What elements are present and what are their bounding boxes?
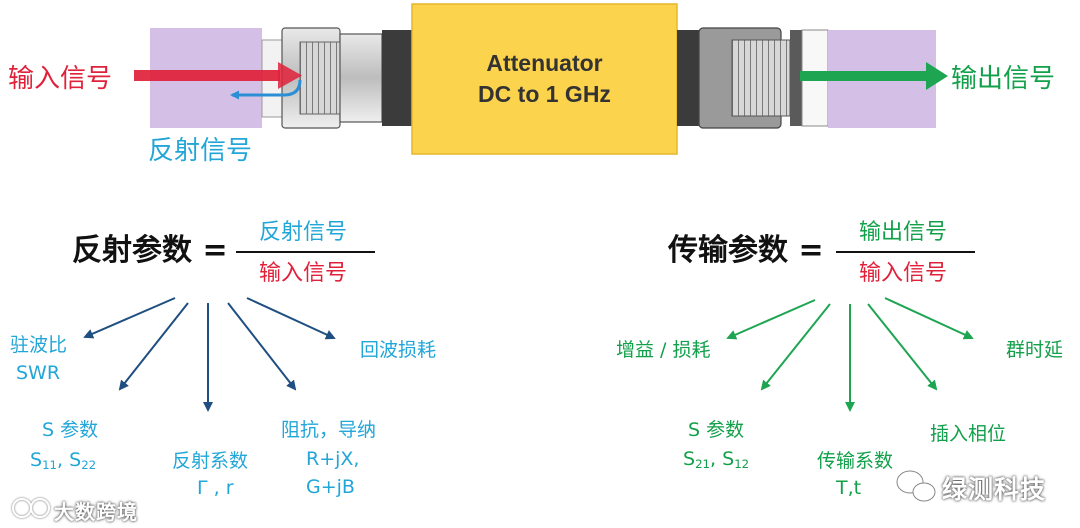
s-param-label-right: S 参数 bbox=[688, 419, 745, 441]
impedance-eq2: G+jB bbox=[306, 476, 355, 498]
arrow-to-swr bbox=[83, 297, 176, 339]
insertion-phase-label: 插入相位 bbox=[930, 423, 1007, 445]
right-watermark: 绿测科技 bbox=[942, 475, 1047, 504]
attenuator-title-line2: DC to 1 GHz bbox=[478, 81, 611, 107]
left-connector-ring bbox=[382, 30, 412, 126]
right-arrow-tree bbox=[726, 297, 974, 412]
s-param-label-left: S 参数 bbox=[42, 419, 99, 441]
output-signal-label: 输出信号 bbox=[951, 64, 1056, 94]
arrow-to-return-loss bbox=[246, 297, 336, 340]
right-connector-collar bbox=[790, 30, 802, 126]
arrow-to-impedance bbox=[227, 302, 297, 391]
attenuator-title: Attenuator DC to 1 GHz bbox=[412, 4, 677, 154]
gain-loss-label: 增益 / 损耗 bbox=[616, 339, 711, 361]
arrow-to-group-delay bbox=[884, 297, 974, 340]
impedance-eq1: R+jX, bbox=[306, 448, 360, 470]
input-signal-arrow bbox=[134, 62, 302, 89]
left-numerator: 反射信号 bbox=[259, 220, 348, 245]
reflected-signal-arrow bbox=[230, 79, 302, 100]
arrow-to-s-param bbox=[118, 302, 189, 391]
input-signal-label: 输入信号 bbox=[8, 64, 113, 94]
vswr-label: 驻波比 bbox=[10, 334, 68, 356]
reflection-coef-symbols: Γ , r bbox=[197, 477, 234, 499]
swr-label: SWR bbox=[16, 362, 61, 384]
transmission-coef-symbols: T,t bbox=[836, 477, 862, 499]
arrow-to-insertion-phase bbox=[867, 303, 938, 391]
reflection-coef-label: 反射系数 bbox=[172, 450, 249, 472]
group-delay-label: 群时延 bbox=[1006, 339, 1064, 361]
right-connector-thread bbox=[731, 39, 791, 117]
right-connector-ring bbox=[677, 30, 699, 126]
return-loss-label: 回波损耗 bbox=[360, 339, 437, 361]
s11-s22-label: S11, S22 bbox=[30, 449, 97, 472]
reflection-params-lhs: 反射参数 = bbox=[72, 233, 228, 268]
reflected-signal-label: 反射信号 bbox=[148, 136, 253, 166]
arrow-to-s-param-21 bbox=[760, 303, 831, 391]
left-watermark-logo-icon bbox=[12, 498, 50, 518]
transmission-params-lhs: 传输参数 = bbox=[668, 233, 824, 268]
right-watermark-wechat-icon bbox=[896, 470, 936, 502]
attenuator-assembly bbox=[150, 3, 936, 155]
left-denominator: 输入信号 bbox=[259, 261, 348, 286]
arrow-to-gain-loss bbox=[726, 299, 816, 340]
left-connector-body bbox=[339, 33, 383, 123]
left-arrow-tree bbox=[83, 297, 336, 412]
output-signal-arrow bbox=[800, 62, 948, 90]
left-watermark: 大数跨境 bbox=[54, 500, 138, 524]
right-numerator: 输出信号 bbox=[859, 220, 948, 245]
right-denominator: 输入信号 bbox=[859, 261, 948, 286]
s21-s12-label: S21, S12 bbox=[683, 448, 750, 471]
transmission-coef-label: 传输系数 bbox=[817, 450, 894, 472]
attenuator-box bbox=[411, 3, 678, 155]
attenuator-title-line1: Attenuator bbox=[486, 49, 603, 76]
impedance-label: 阻抗，导纳 bbox=[281, 419, 377, 441]
